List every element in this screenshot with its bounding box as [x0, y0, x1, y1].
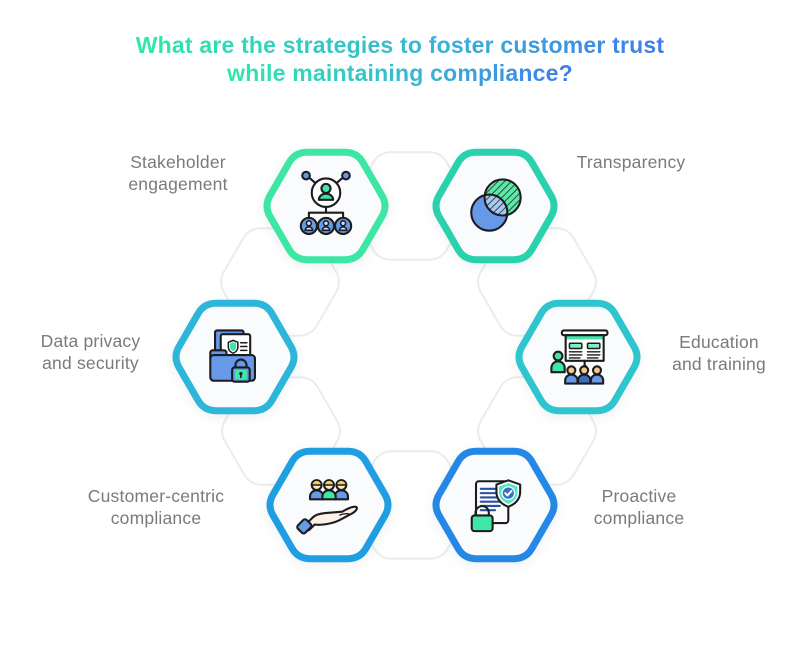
title-line-2: while maintaining compliance?: [227, 60, 573, 86]
hand-people-icon: [296, 479, 358, 535]
hexagon-stakeholder-engagement: [258, 144, 394, 268]
overlapping-circles-icon: [470, 178, 522, 232]
hexagon-customer-centric: [261, 443, 397, 567]
hexagon-transparency: [427, 144, 563, 268]
label-data-privacy: Data privacy and security: [40, 331, 141, 373]
label-stakeholder-engagement: Stakeholder engagement: [128, 152, 228, 194]
secure-folder-icon: [209, 329, 256, 383]
label-customer-centric: Customer-centric compliance: [87, 486, 225, 528]
label-proactive-compliance: Proactive compliance: [593, 486, 685, 528]
title-line-1: What are the strategies to foster custom…: [135, 32, 665, 58]
presentation-icon: [550, 329, 609, 385]
hexagon-education-training: [510, 295, 646, 419]
org-chart-icon: [299, 170, 353, 236]
hexagon-border: [266, 447, 392, 563]
hexagon-data-privacy: [167, 295, 303, 419]
page-title: What are the strategies to foster custom…: [0, 31, 800, 87]
label-transparency: Transparency: [576, 152, 686, 172]
label-education-training: Education and training: [672, 332, 766, 374]
hexagon-proactive-compliance: [427, 443, 563, 567]
shield-document-icon: [470, 479, 522, 533]
